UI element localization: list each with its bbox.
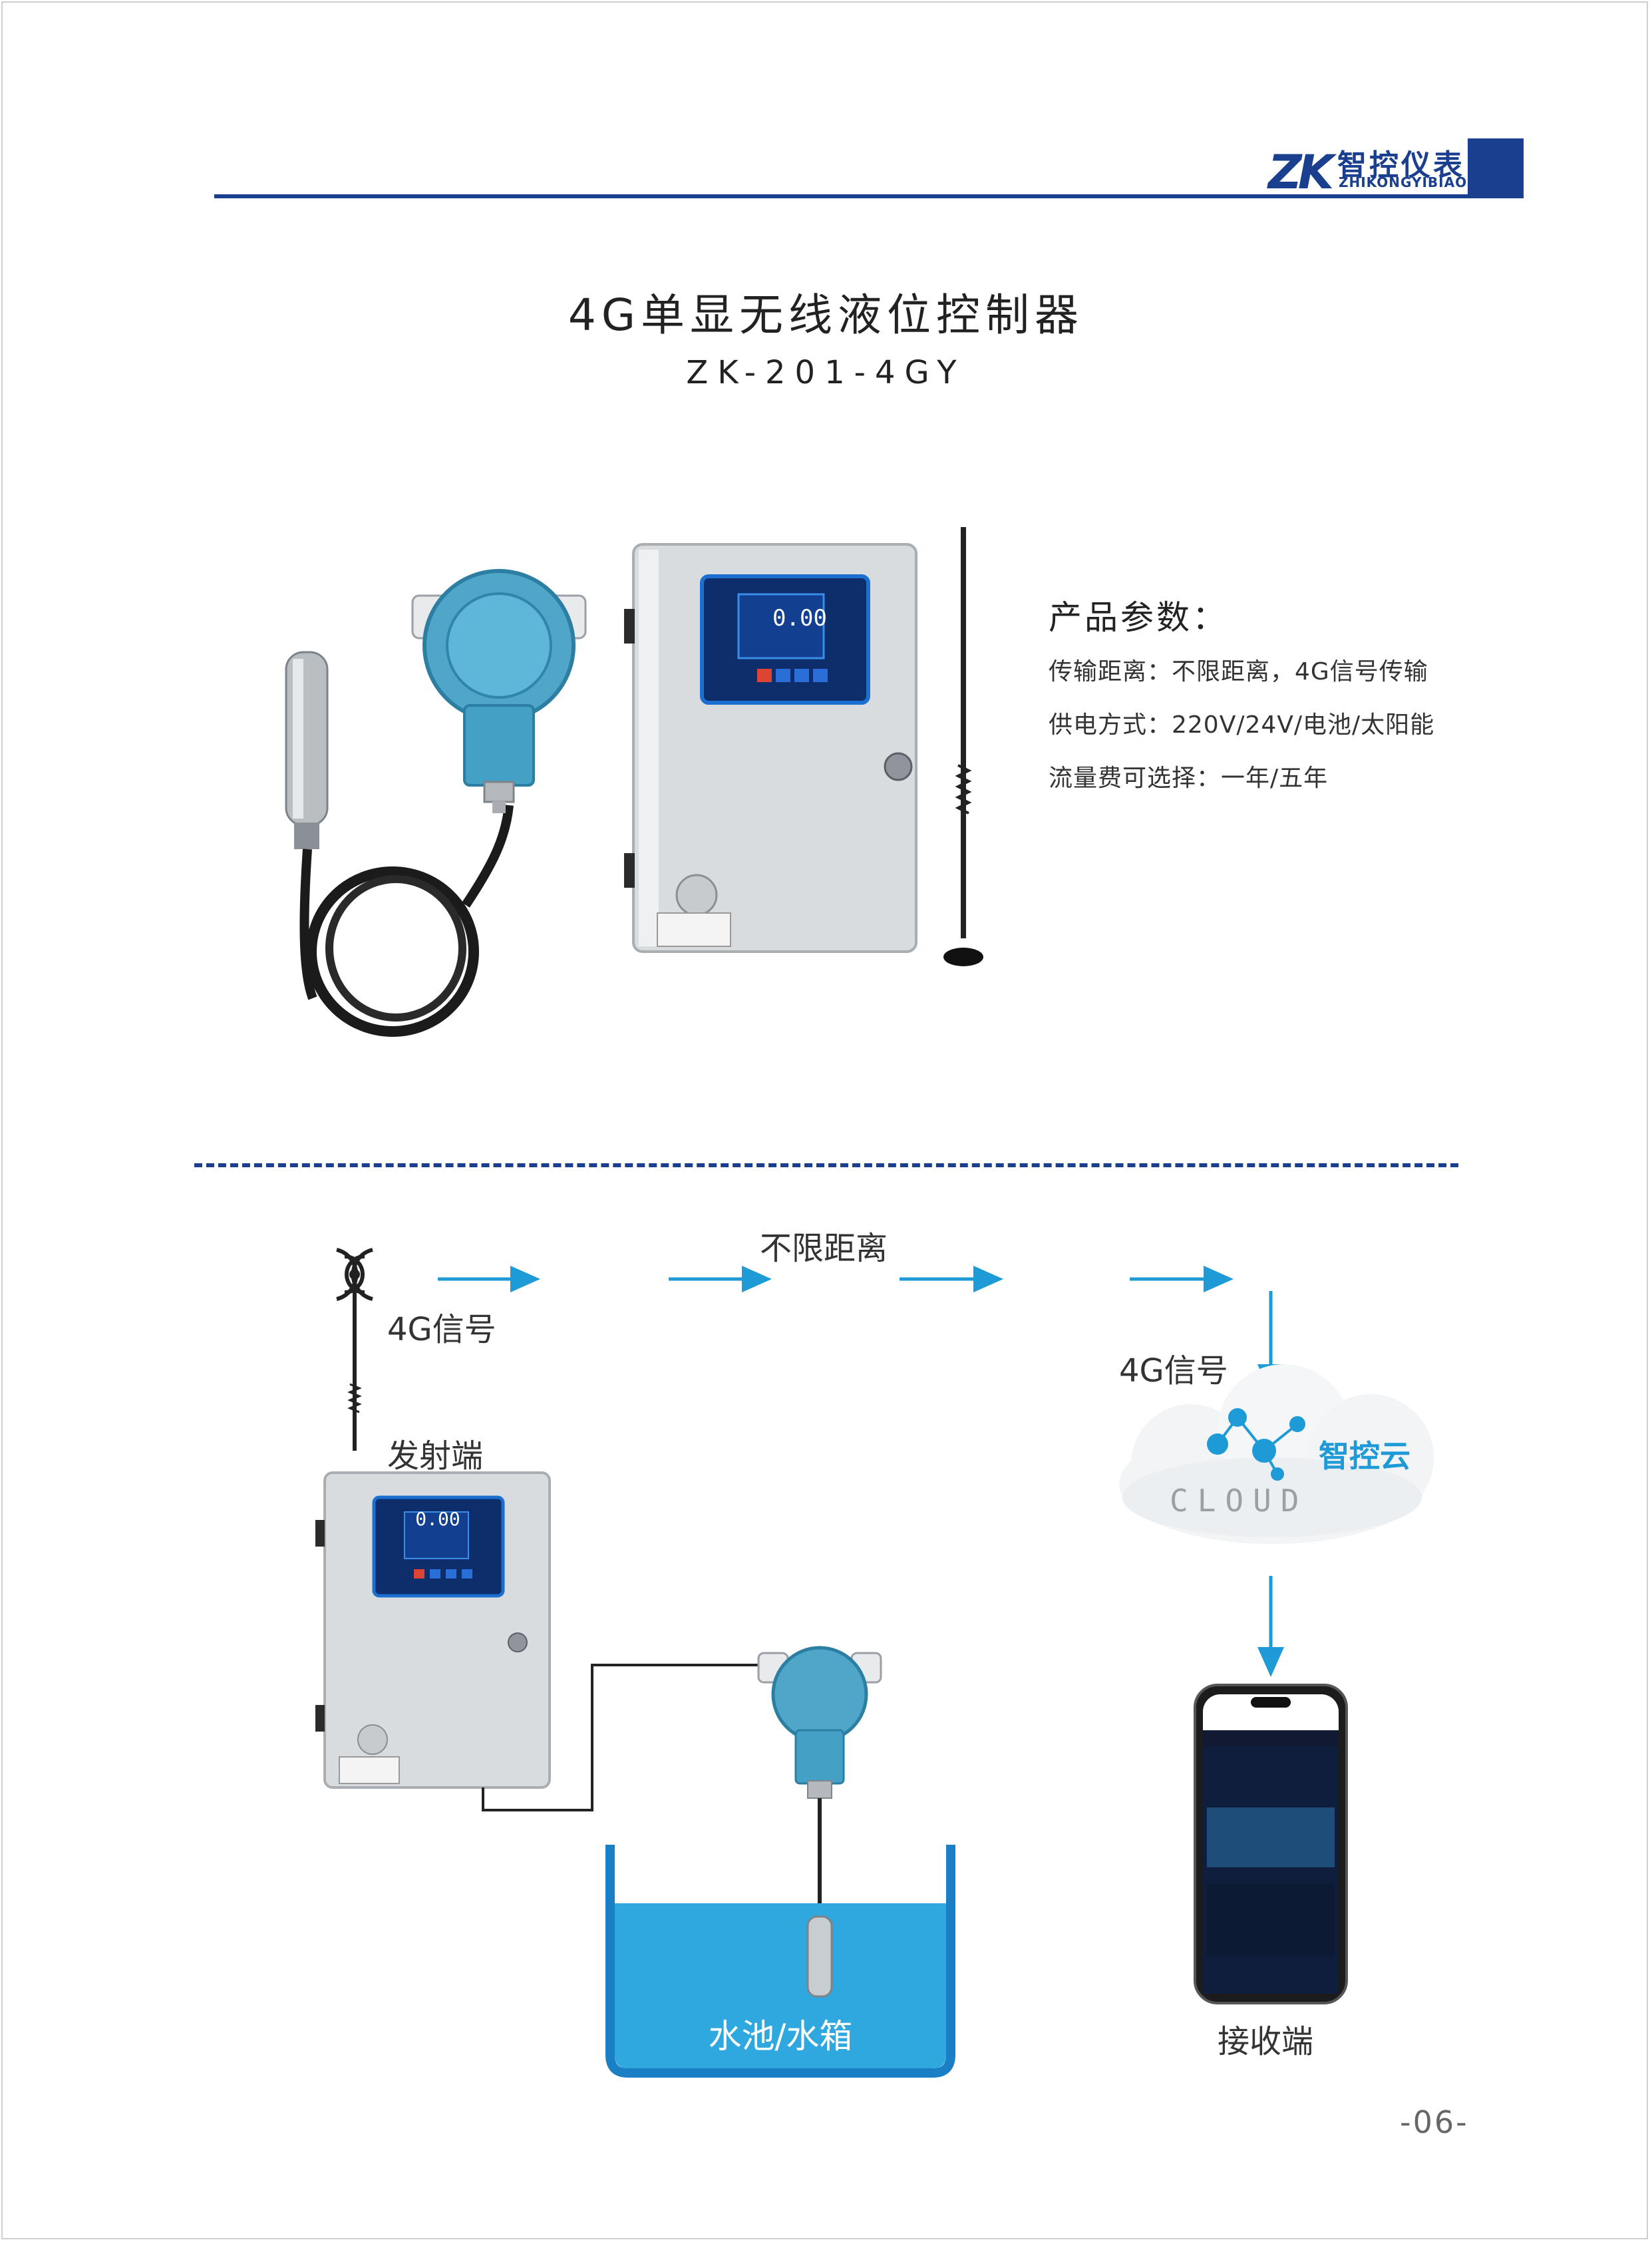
antenna-image [943,527,983,966]
cloud-name: 智控云 [1319,1438,1410,1474]
header-rule [214,194,1524,198]
level-probe-image [285,651,514,1037]
tank-label: 水池/水箱 [708,2017,853,2056]
cloud-icon [1119,1364,1434,1544]
logo-name: 智控仪表 [1337,148,1465,182]
page-number: -06- [1400,2104,1469,2140]
signal-wire [482,1664,765,1811]
transmitter-label: 发射端 [387,1437,484,1475]
phone-image [1194,1684,1348,2004]
logo-block [1468,138,1524,198]
receiver-label: 接收端 [1218,2023,1314,2060]
page-title: 4G单显无线液位控制器 [568,289,1084,341]
transmitter-head-image [757,1646,882,1917]
spec-item: 传输距离：不限距离，4G信号传输 [1049,658,1428,685]
model-number: ZK-201-4GY [686,354,966,391]
distance-label: 不限距离 [760,1230,888,1267]
spec-item: 流量费可选择：一年/五年 [1049,765,1329,792]
section-divider [194,1163,1458,1167]
controller-box-image [624,543,917,953]
pressure-transmitter-image [411,569,587,813]
cloud-wordmark: CLOUD [1170,1483,1309,1519]
transmitter-screen-reading: 0.00 [415,1508,460,1530]
water-tank-image [605,1845,955,2078]
spec-item: 供电方式：220V/24V/电池/太阳能 [1049,711,1435,739]
signal-icon [336,1248,373,1451]
signal-label-left: 4G信号 [387,1311,496,1348]
logo-mark: ZK [1268,145,1334,200]
signal-label-right: 4G信号 [1119,1352,1228,1390]
controller-screen-reading: 0.00 [772,605,827,632]
specs-heading: 产品参数： [1049,598,1228,637]
logo-pinyin: ZHIKONGYIBIAO [1339,174,1468,190]
transmitter-box-image [315,1471,551,1789]
